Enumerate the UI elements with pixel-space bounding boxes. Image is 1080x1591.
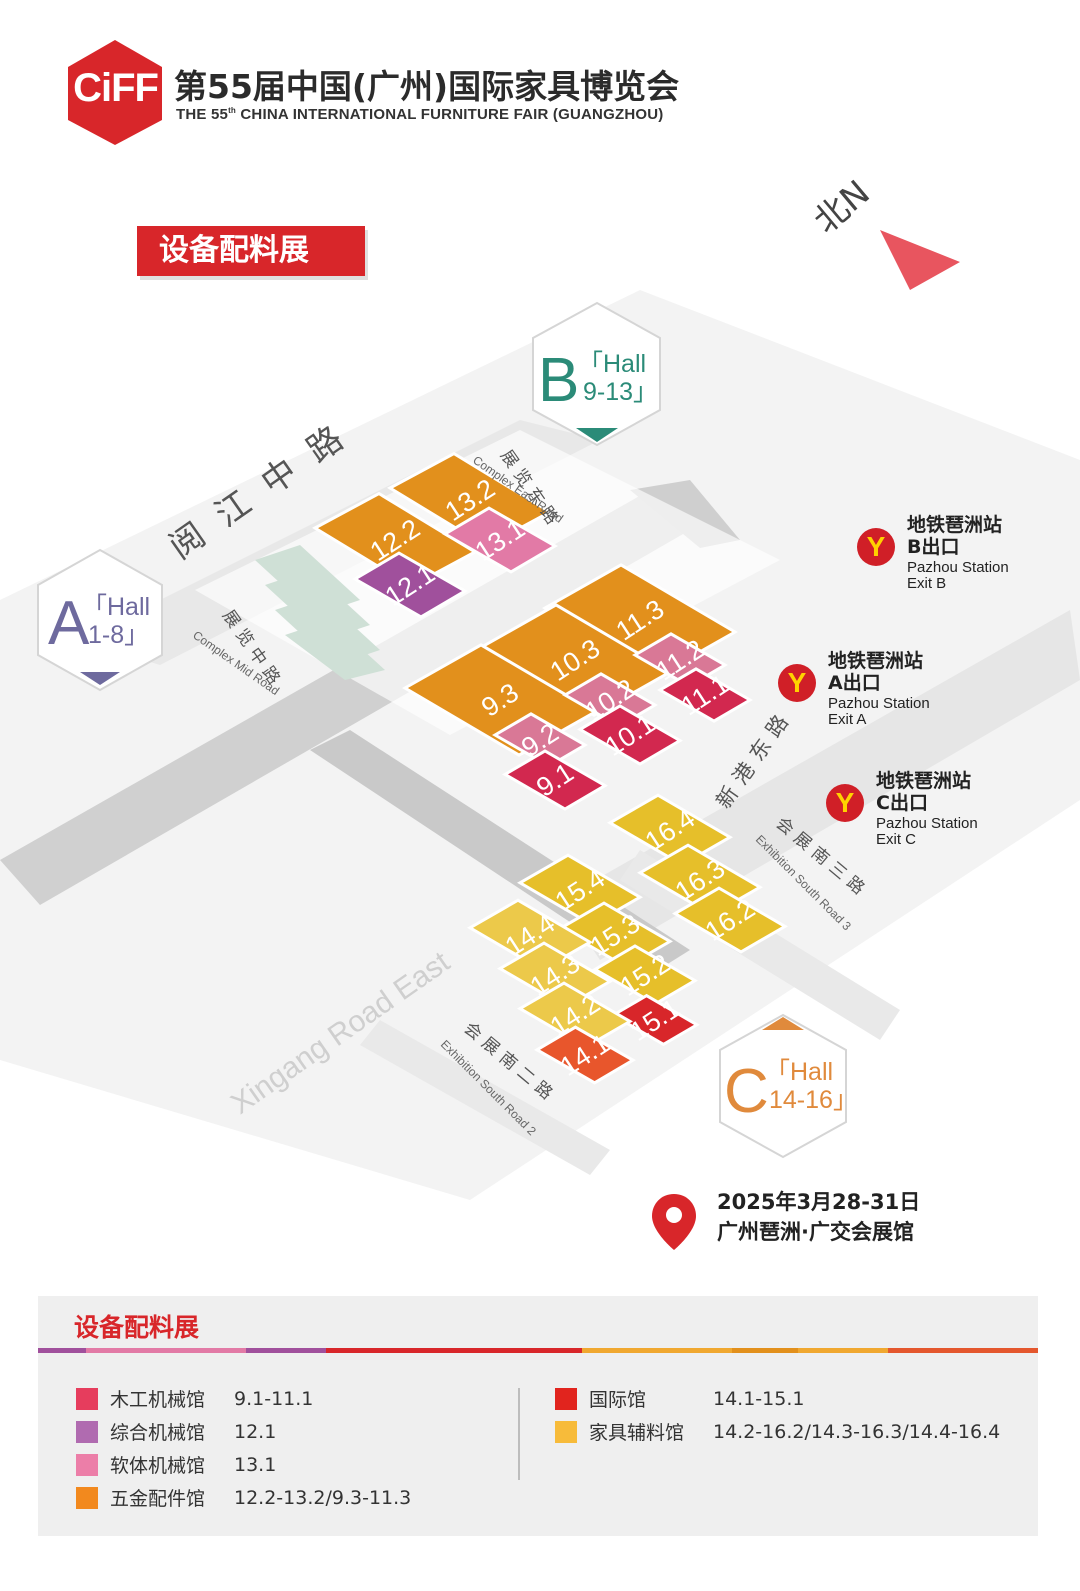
metro-icon: Y — [826, 784, 864, 822]
entrance-c[interactable]: C 「Hall 14-16」 — [719, 1013, 858, 1159]
legend-hall-range: 14.1-15.1 — [713, 1387, 805, 1410]
legend-swatch — [76, 1486, 98, 1509]
fair-title-en: THE 55th CHINA INTERNATIONAL FURNITURE F… — [176, 106, 664, 123]
legend-bar-segment — [798, 1348, 888, 1353]
ciff-logo — [68, 40, 162, 145]
legend-swatch — [76, 1453, 98, 1476]
event-venue: 广州琶洲·广交会展馆 — [717, 1220, 914, 1244]
entrance-b-range: 9-13」 — [583, 378, 658, 406]
fair-title-cn: 第55届中国(广州)国际家具博览会 — [174, 67, 680, 106]
entrance-c-arrow — [762, 1017, 804, 1030]
road-south2-band — [360, 1020, 610, 1175]
entrance-b-letter: B — [538, 346, 579, 415]
entrance-a-hall: 「Hall — [82, 593, 150, 621]
hall-tile[interactable] — [502, 749, 608, 811]
entrance-c-range: 14-16」 — [769, 1086, 858, 1114]
legend-item: 国际馆 14.1-15.1 — [555, 1382, 1000, 1415]
hall-tile[interactable] — [592, 944, 698, 1006]
legend-color-bar — [38, 1348, 1038, 1353]
venue-map: 12.213.212.113.111.310.39.311.210.29.211… — [0, 230, 1080, 1200]
legend-bar-segment — [246, 1348, 326, 1353]
legend-hall-range: 12.1 — [234, 1420, 277, 1443]
legend-item: 木工机械馆 9.1-11.1 — [76, 1382, 411, 1415]
entrance-b[interactable]: B 「Hall 9-13」 — [532, 301, 661, 447]
legend-item: 五金配件馆 12.2-13.2/9.3-11.3 — [76, 1481, 411, 1514]
hall-15-1[interactable]: 15.1 — [610, 993, 700, 1047]
legend-hall-name: 综合机械馆 — [110, 1422, 206, 1444]
section-banner: 设备配料展 — [137, 226, 365, 276]
hall-tile[interactable] — [534, 1025, 636, 1085]
entrance-b-hall: 「Hall — [578, 350, 646, 378]
legend-swatch — [555, 1387, 577, 1410]
legend-bar-segment — [38, 1348, 86, 1353]
entrance-b-arrow — [576, 428, 618, 442]
halls-layer: 12.213.212.113.111.310.39.311.210.29.211… — [311, 451, 788, 1085]
legend-bar-segment — [326, 1348, 582, 1353]
hall-tile[interactable] — [610, 993, 700, 1047]
legend-hall-name: 五金配件馆 — [110, 1488, 206, 1510]
legend-hall-name: 软体机械馆 — [110, 1455, 206, 1477]
legend-hall-range: 13.1 — [234, 1453, 277, 1476]
hall-tile[interactable] — [577, 704, 683, 766]
legend-panel: 设备配料展 木工机械馆 9.1-11.1 综合机械馆 12.1 软体机械馆 13.1 五金配… — [38, 1296, 1038, 1536]
legend-hall-range: 12.2-13.2/9.3-11.3 — [234, 1486, 412, 1509]
entrance-a-letter: A — [48, 589, 90, 658]
legend-divider — [518, 1388, 520, 1480]
metro-icon: Y — [778, 664, 816, 702]
hall-tile[interactable] — [442, 506, 558, 574]
north-arrow-icon — [880, 230, 960, 290]
entrance-a-range: 1-8」 — [88, 621, 149, 649]
ciff-logo-text: CiFF — [73, 66, 159, 110]
hall-15-2[interactable]: 15.2 — [592, 944, 698, 1006]
legend-swatch — [555, 1420, 577, 1443]
hall-13-1[interactable]: 13.1 — [442, 506, 558, 574]
legend-bar-segment — [582, 1348, 732, 1353]
legend-hall-name: 家具辅料馆 — [589, 1422, 685, 1444]
hall-tile[interactable] — [607, 793, 733, 867]
legend-left-column: 木工机械馆 9.1-11.1 综合机械馆 12.1 软体机械馆 13.1 五金配件馆 12.2… — [76, 1382, 411, 1514]
entrance-c-hall: 「Hall — [765, 1058, 833, 1086]
legend-title: 设备配料展 — [74, 1313, 200, 1342]
entrance-a[interactable]: A 「Hall 1-8」 — [37, 548, 163, 692]
legend-hall-range: 14.2-16.2/14.3-16.3/14.4-16.4 — [713, 1420, 1001, 1443]
header: CiFF 第55届中国(广州)国际家具博览会 THE 55th CHINA IN… — [68, 40, 728, 150]
hall-10-1[interactable]: 10.1 — [577, 704, 683, 766]
hall-tile[interactable] — [672, 886, 788, 954]
hall-tile[interactable] — [352, 551, 468, 619]
legend-bar-segment — [888, 1348, 1038, 1353]
entrance-c-letter: C — [724, 1057, 769, 1126]
legend-hall-range: 9.1-11.1 — [234, 1387, 314, 1410]
legend-swatch — [76, 1387, 98, 1410]
legend-right-column: 国际馆 14.1-15.1 家具辅料馆 14.2-16.2/14.3-16.3/14.… — [555, 1382, 1000, 1448]
hall-tile[interactable] — [492, 712, 588, 768]
legend-item: 综合机械馆 12.1 — [76, 1415, 411, 1448]
entrance-a-arrow — [80, 672, 120, 685]
event-date: 2025年3月28-31日 — [717, 1190, 921, 1214]
legend-bar-segment — [86, 1348, 246, 1353]
legend-hall-name: 木工机械馆 — [110, 1389, 206, 1411]
location-pin-icon — [652, 1194, 696, 1250]
hall-9-1[interactable]: 9.1 — [502, 749, 608, 811]
hall-11-1[interactable]: 11.1 — [657, 667, 753, 723]
metro-icon: Y — [857, 528, 895, 566]
legend-item: 软体机械馆 13.1 — [76, 1448, 411, 1481]
legend-item: 家具辅料馆 14.2-16.2/14.3-16.3/14.4-16.4 — [555, 1415, 1000, 1448]
hall-tile[interactable] — [657, 667, 753, 723]
legend-bar-segment — [732, 1348, 798, 1353]
legend-swatch — [76, 1420, 98, 1443]
hall-a-stripes — [255, 545, 385, 680]
legend-hall-name: 国际馆 — [589, 1389, 647, 1411]
